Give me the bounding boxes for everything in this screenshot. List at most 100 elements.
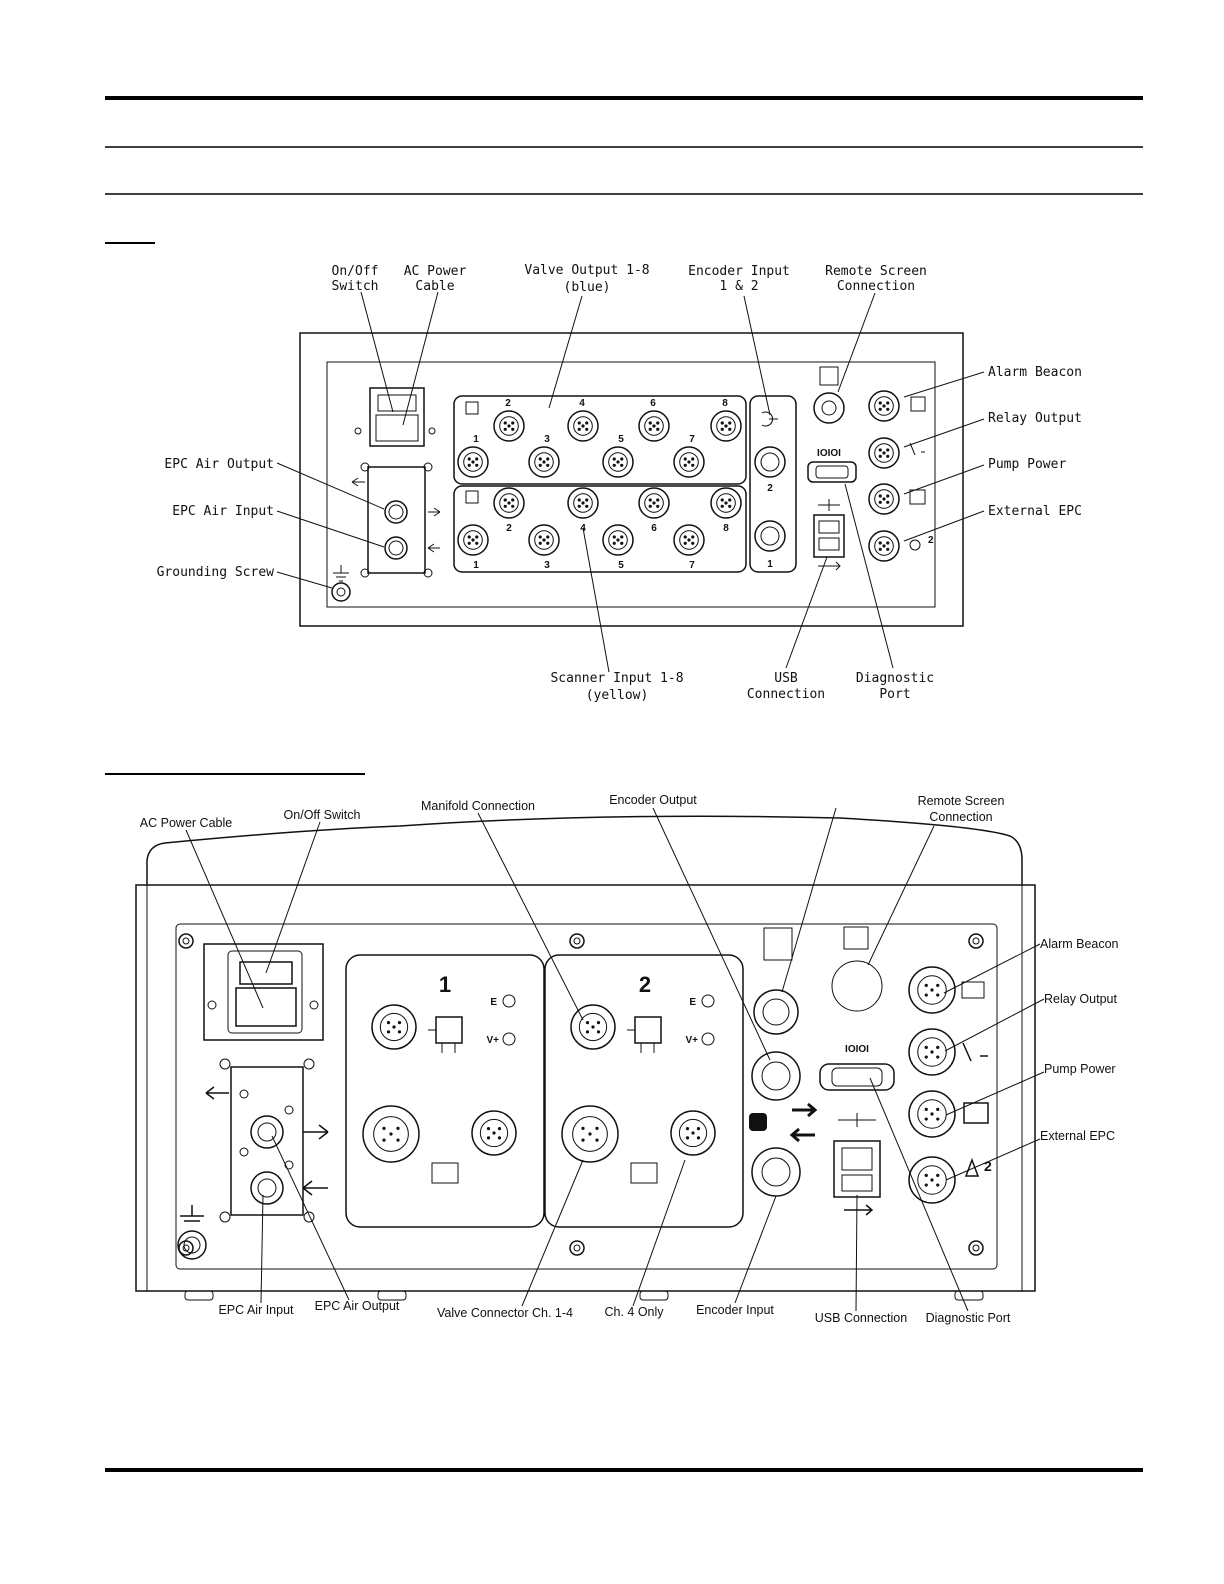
dip-switch-icon xyxy=(630,1162,658,1184)
bottom-epc-air-block xyxy=(230,1066,304,1216)
top-enclosure-outline xyxy=(299,332,964,627)
panel-screw xyxy=(968,933,984,949)
top-grounding-screw xyxy=(331,582,351,602)
ch4-only-connector xyxy=(471,1110,517,1156)
bottom-usb-port xyxy=(833,1140,881,1198)
top-label-usb-1: USB xyxy=(774,671,798,686)
bottom-on-off-switch xyxy=(239,961,293,985)
top-valve-number-7: 7 xyxy=(689,434,695,445)
manifold-connector xyxy=(371,1004,417,1050)
bottom-relay-icon xyxy=(962,1042,988,1062)
top-scanner-number-5: 5 xyxy=(618,560,624,571)
bottom-external-epc-mark: 2 xyxy=(984,1158,992,1174)
top-relay-icon xyxy=(909,442,925,456)
bottom-label-encoder-input: Encoder Input xyxy=(696,1303,774,1317)
top-remote-screen-icon xyxy=(819,366,839,386)
bottom-panel-diagram: 1 2 EV+EV+ IOIOI 2 xyxy=(135,793,1119,1325)
led-e xyxy=(701,994,715,1008)
bottom-encoder-input-port xyxy=(751,1147,801,1197)
bottom-label-diagnostic-port: Diagnostic Port xyxy=(926,1311,1011,1325)
bottom-right-connectors xyxy=(908,966,956,1204)
bottom-label-encoder-output: Encoder Output xyxy=(609,793,697,807)
bottom-label-ac-power-cable: AC Power Cable xyxy=(140,816,232,830)
top-scanner-number-2: 2 xyxy=(506,523,512,534)
bottom-air-out-left-arrow-icon xyxy=(205,1086,229,1100)
top-valve-output-6 xyxy=(638,410,670,442)
top-scanner-input-5 xyxy=(602,524,634,556)
panel-screw xyxy=(569,933,585,949)
top-label-pump-power: Pump Power xyxy=(988,457,1066,472)
led-vplus xyxy=(701,1032,715,1046)
top-on-off-switch xyxy=(377,394,417,412)
bottom-encoder-output-icon xyxy=(763,927,793,961)
top-label-epc-air-output: EPC Air Output xyxy=(164,457,274,472)
top-alarm-beacon-port xyxy=(868,390,900,422)
valve-icon xyxy=(634,1016,662,1044)
bottom-label-alarm-beacon: Alarm Beacon xyxy=(1040,937,1119,951)
bottom-label-on-off-switch: On/Off Switch xyxy=(284,808,361,822)
top-valve-output-7 xyxy=(673,446,705,478)
led-e-label: E xyxy=(490,997,497,1008)
bottom-grounding-screw xyxy=(177,1230,207,1260)
top-epc-air-output-port xyxy=(384,500,408,524)
top-label-grounding-screw: Grounding Screw xyxy=(157,565,275,580)
top-label-ac-power-1: AC Power xyxy=(404,264,467,279)
top-power-entry-module xyxy=(369,387,425,447)
top-ground-icon xyxy=(333,565,349,582)
top-encoder-input-1 xyxy=(754,520,786,552)
bottom-usb-icon xyxy=(844,1204,874,1216)
bottom-label-epc-air-output: EPC Air Output xyxy=(315,1299,400,1313)
top-relay-output-port xyxy=(868,437,900,469)
panel-screw xyxy=(569,1240,585,1256)
bottom-label-ch4-only: Ch. 4 Only xyxy=(604,1305,664,1319)
top-label-valve-output-1: Valve Output 1-8 xyxy=(524,263,649,278)
top-label-remote-screen-2: Connection xyxy=(837,279,915,294)
top-remote-screen-port xyxy=(813,392,845,424)
manifold-connector xyxy=(570,1004,616,1050)
bottom-power-entry-module xyxy=(203,943,324,1041)
top-label-scanner-input-2: (yellow) xyxy=(586,688,649,703)
top-scanner-number-6: 6 xyxy=(651,523,657,534)
bottom-module-number-2: 2 xyxy=(639,972,651,997)
bottom-encoder-out-arrow-icon xyxy=(792,1102,818,1118)
top-epc-air-block xyxy=(367,466,426,574)
top-air-out-arrow-icon xyxy=(351,477,365,487)
top-scanner-number-8: 8 xyxy=(723,523,729,534)
bottom-label-relay-output: Relay Output xyxy=(1044,992,1117,1006)
bottom-panel-screws xyxy=(178,933,984,1256)
top-encoder-number-1: 1 xyxy=(767,559,773,570)
bottom-module-number-1: 1 xyxy=(439,972,451,997)
top-scanner-input-1 xyxy=(457,524,489,556)
top-epc-air-input-port xyxy=(384,536,408,560)
top-label-on-off-2: Switch xyxy=(332,279,379,294)
top-ac-inlet xyxy=(375,414,419,442)
bottom-label-pump-power: Pump Power xyxy=(1044,1062,1116,1076)
top-valve-number-4: 4 xyxy=(579,398,585,409)
top-label-scanner-input-1: Scanner Input 1-8 xyxy=(550,671,683,686)
top-air-out-right-arrow-icon xyxy=(428,507,441,517)
top-pump-power-port xyxy=(868,483,900,515)
led-e-label: E xyxy=(689,997,696,1008)
bottom-network-icon xyxy=(838,1113,876,1127)
top-scanner-input-4 xyxy=(567,487,599,519)
top-valve-output-3 xyxy=(528,446,560,478)
bottom-epc-air-input-port xyxy=(250,1171,284,1205)
top-valve-output-2 xyxy=(493,410,525,442)
top-encoder-number-2: 2 xyxy=(767,483,773,494)
bottom-label-manifold-connection: Manifold Connection xyxy=(421,799,535,813)
led-vplus-label: V+ xyxy=(486,1035,499,1046)
bottom-label-remote-screen-2: Connection xyxy=(929,810,992,824)
bottom-alarm-beacon-icon xyxy=(961,981,985,999)
bottom-air-in-arrow-icon xyxy=(302,1180,328,1196)
top-valve-number-8: 8 xyxy=(722,398,728,409)
bottom-module-2-parts: EV+ xyxy=(561,994,716,1184)
bottom-diagnostic-port xyxy=(819,1063,895,1091)
bottom-label-usb-connection: USB Connection xyxy=(815,1311,907,1325)
top-label-usb-2: Connection xyxy=(747,687,825,702)
bottom-enclosure-lid xyxy=(146,815,1023,885)
top-valve-output-8 xyxy=(710,410,742,442)
bottom-epc-icon xyxy=(964,1157,980,1177)
bottom-module-parts: EV+EV+ xyxy=(362,994,716,1184)
